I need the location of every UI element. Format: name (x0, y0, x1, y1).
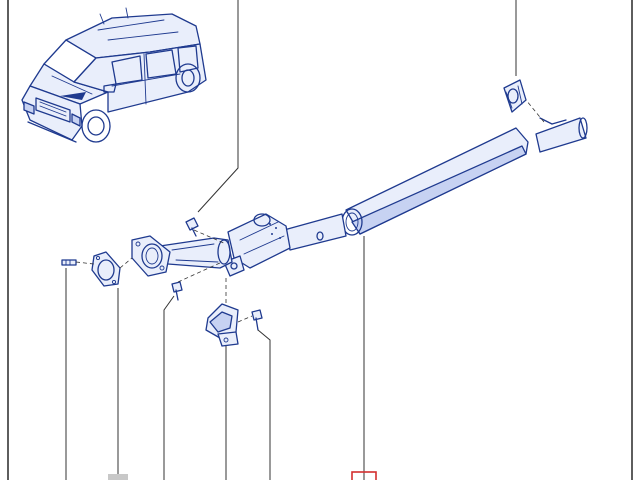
front-flange-pipe[interactable] (131, 235, 233, 277)
stud-bolt[interactable] (61, 259, 77, 266)
screw[interactable] (251, 309, 263, 331)
catalytic-converter[interactable] (223, 213, 291, 277)
car-silhouette[interactable] (21, 7, 207, 143)
gasket[interactable] (91, 251, 121, 287)
exhaust-silencer[interactable] (283, 117, 588, 251)
hanger-bracket[interactable] (205, 303, 239, 347)
red-marker[interactable] (351, 471, 377, 480)
grey-marker[interactable] (108, 474, 128, 480)
diagram-frame (7, 0, 633, 480)
reference-markers (108, 471, 377, 480)
rubber-hanger-rear[interactable] (503, 79, 527, 113)
clamp-screw[interactable] (185, 217, 199, 237)
assembly-lines (75, 99, 545, 323)
leader-lines-top (197, 0, 517, 213)
bolt[interactable] (171, 281, 183, 301)
leader-lines-bottom (65, 236, 365, 480)
